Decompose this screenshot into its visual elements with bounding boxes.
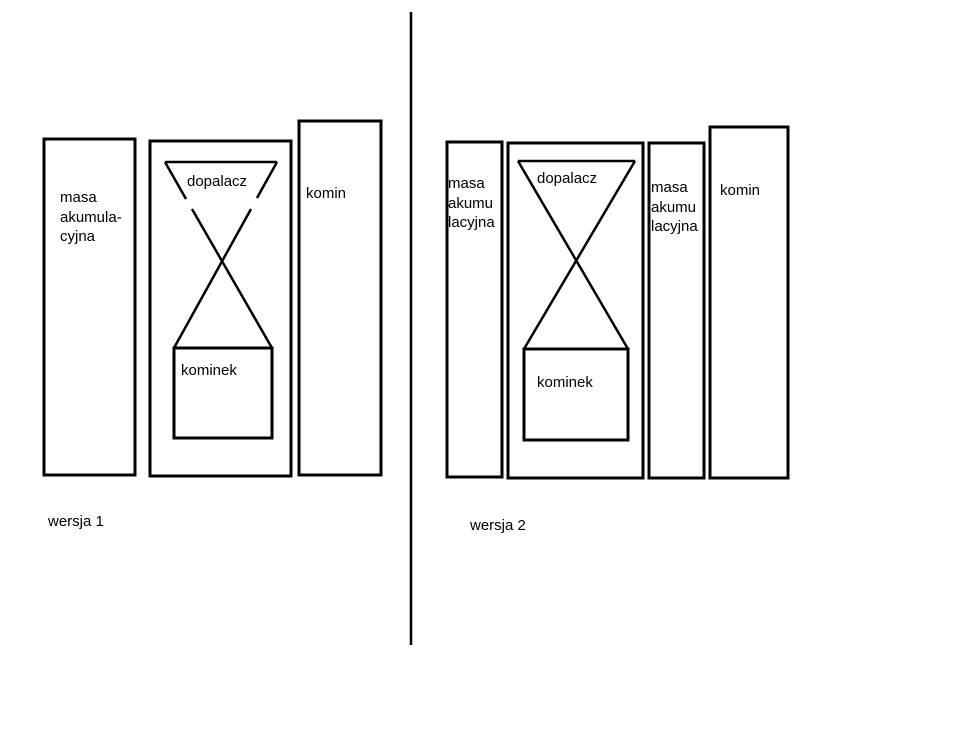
afterburner-label: dopalacz [537,170,597,187]
mass-block-right [647,141,706,480]
version-2: masa akumu lacyjna dopalacz kominek masa… [445,125,790,534]
firebox-housing [506,141,645,480]
version-1: masa akumula- cyjna dopalacz kominek kom… [42,119,383,530]
fireplace-label: kominek [181,362,237,379]
afterburner-side-right [255,161,279,199]
firebox-housing [148,139,293,478]
mass-label: masa akumula- cyjna [60,189,126,245]
cross-line-a [516,160,630,350]
cross-line-b [522,160,637,350]
afterburner-side-left [163,161,188,200]
fireplace-label: kominek [537,374,593,391]
chimney-block [708,125,790,480]
mass-block-left [445,140,504,479]
chimney-label: komin [720,182,760,199]
version-label: wersja 1 [47,513,104,530]
mass-left-label: masa akumu lacyjna [448,175,497,231]
cross-line-a [190,208,274,349]
chimney-label: komin [306,185,346,202]
version-label: wersja 2 [469,517,526,534]
fireplace-box [522,347,630,442]
mass-right-label: masa akumu lacyjna [651,179,700,235]
cross-line-b [172,208,253,349]
fireplace-box [172,346,274,440]
chimney-block [297,119,383,477]
afterburner-label: dopalacz [187,173,247,190]
mass-block [42,137,137,477]
